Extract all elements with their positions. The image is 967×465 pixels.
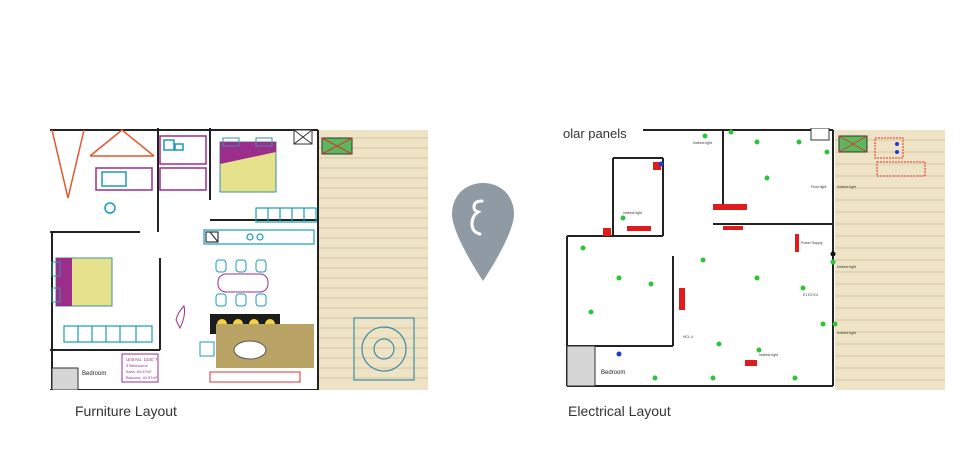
svg-text:Power Supply: Power Supply: [801, 241, 823, 245]
jacuzzi: [353, 317, 415, 381]
svg-text:Unit No. 1540 ?: Unit No. 1540 ?: [126, 357, 158, 362]
window-glazing: [51, 129, 155, 199]
unit-title-block: Unit No. 1540 ? 3 Bedrooms Area: 84.67m²…: [121, 353, 159, 383]
svg-text:Floor light: Floor light: [811, 185, 826, 189]
solar-panels-label: olar panels: [563, 128, 627, 141]
svg-text:Indirect light: Indirect light: [837, 265, 856, 269]
switch-boards: [603, 162, 799, 366]
living-area-furniture: [175, 304, 314, 383]
svg-text:Indirect light: Indirect light: [837, 185, 856, 189]
svg-text:Indirect light: Indirect light: [837, 331, 856, 335]
master-bed: [219, 137, 277, 193]
bathroom-fixtures: [95, 135, 207, 214]
walls: [566, 129, 834, 387]
svg-text:Indirect light: Indirect light: [623, 211, 642, 215]
svg-text:HCL 4: HCL 4: [683, 335, 693, 339]
electrical-layout-caption: Electrical Layout: [568, 403, 671, 419]
bedroom-block: [51, 367, 79, 390]
bedroom-label: Bedroom: [601, 370, 625, 376]
appliance-points: [616, 161, 836, 357]
dining-table: [215, 259, 269, 307]
electrical-points: [580, 129, 838, 381]
wardrobes: [63, 207, 317, 343]
svg-text:Indirect light: Indirect light: [759, 353, 778, 357]
svg-text:Balcony: 40.57m²: Balcony: 40.57m²: [126, 375, 158, 380]
svg-text:3 Bedrooms: 3 Bedrooms: [126, 363, 148, 368]
balcony-decking: [318, 130, 428, 390]
walls: [50, 128, 319, 390]
planter-box: [293, 129, 353, 155]
svg-text:E1 E2 E4: E1 E2 E4: [803, 293, 818, 297]
svg-text:Area: 84.67m²: Area: 84.67m²: [126, 369, 152, 374]
furniture-layout-plan[interactable]: Unit No. 1540 ? 3 Bedrooms Area: 84.67m²…: [50, 128, 430, 390]
furniture-layout-caption: Furniture Layout: [75, 403, 177, 419]
bedroom-label: Bedroom: [82, 371, 106, 377]
svg-text:Indirect light: Indirect light: [693, 141, 712, 145]
location-pin-icon[interactable]: [452, 183, 514, 281]
second-bed: [51, 257, 113, 307]
balcony-decking: [835, 130, 945, 390]
planter-box: [810, 128, 926, 177]
bedroom-block: [566, 345, 596, 387]
kitchen-counter: [203, 229, 315, 245]
